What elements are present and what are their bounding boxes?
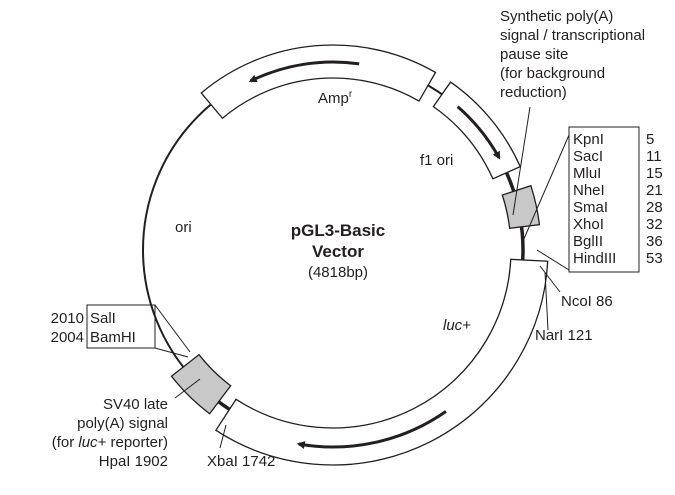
- sv40-polya-box: [170, 353, 232, 415]
- leader-line: [154, 347, 189, 358]
- mcs-site-name: MluI: [573, 165, 601, 182]
- mcs-site-name: NheI: [573, 182, 605, 199]
- amp-resistance-gene: [200, 44, 437, 120]
- xbai-site: XbaI 1742: [207, 453, 275, 470]
- leader-line: [174, 378, 201, 399]
- nari-site: NarI 121: [535, 327, 593, 344]
- vector-size: (4818bp): [308, 264, 368, 281]
- mcs-site-position: 36: [646, 233, 663, 250]
- svg-text:poly(A) signal: poly(A) signal: [77, 415, 168, 432]
- mcs-site-name: KpnI: [573, 131, 604, 148]
- sali-name: SalI: [90, 310, 116, 327]
- svg-text:Synthetic poly(A): Synthetic poly(A): [500, 8, 613, 25]
- mcs-site-position: 28: [646, 199, 663, 216]
- leader-line: [154, 304, 191, 353]
- svg-text:HpaI 1902: HpaI 1902: [99, 453, 168, 470]
- svg-text:pause site: pause site: [500, 46, 568, 63]
- svg-text:reduction): reduction): [500, 84, 567, 101]
- bamhi-name: BamHI: [90, 329, 136, 346]
- vector-title-line2: Vector: [312, 242, 364, 261]
- feature-label-luc: luc+: [443, 317, 471, 334]
- svg-text:(for background: (for background: [500, 65, 605, 82]
- luc-gene: [215, 258, 549, 466]
- mcs-box: [568, 126, 640, 273]
- leader-line: [544, 271, 549, 331]
- ncoi-site: NcoI 86: [561, 293, 613, 310]
- leader-line: [512, 106, 531, 216]
- amp-direction-arrow-icon: [248, 60, 360, 83]
- mcs-site-name: SmaI: [573, 199, 608, 216]
- f1-direction-arrow-icon: [456, 105, 501, 160]
- sv40-note: SV40 late poly(A) signal (for luc+ repor…: [52, 396, 168, 470]
- mcs-site-position: 53: [646, 250, 663, 267]
- vector-title: pGL3-Basic: [291, 221, 385, 240]
- leader-line: [539, 265, 561, 293]
- mcs-site-name: HindIII: [573, 250, 616, 267]
- svg-text:(for luc+ reporter): (for luc+ reporter): [52, 434, 168, 451]
- mcs-site-position: 11: [646, 148, 662, 165]
- mcs-site-position: 15: [646, 165, 663, 182]
- bamhi-pos: 2004: [51, 329, 84, 346]
- leader-line: [536, 249, 570, 271]
- mcs-site-position: 5: [646, 131, 654, 148]
- svg-text:SV40 late: SV40 late: [103, 396, 168, 413]
- sali-pos: 2010: [51, 310, 84, 327]
- feature-label-f1-ori: f1 ori: [420, 152, 453, 169]
- feature-label-amp: Ampr: [318, 89, 353, 107]
- mcs-site-position: 21: [646, 182, 663, 199]
- luc-direction-arrow-icon: [296, 410, 447, 449]
- mcs-site-name: SacI: [573, 148, 603, 165]
- synthetic-polya-note: Synthetic poly(A) signal / transcription…: [500, 8, 645, 101]
- leader-line: [522, 134, 570, 242]
- mcs-site-name: BglII: [573, 233, 603, 250]
- mcs-site-position: 32: [646, 216, 663, 233]
- leader-line: [219, 424, 227, 449]
- feature-label-ori: ori: [175, 219, 192, 236]
- mcs-site-name: XhoI: [573, 216, 604, 233]
- svg-text:signal / transcriptional: signal / transcriptional: [500, 27, 645, 44]
- synthetic-polya-box: [501, 184, 541, 230]
- left-sites-box: [86, 304, 156, 349]
